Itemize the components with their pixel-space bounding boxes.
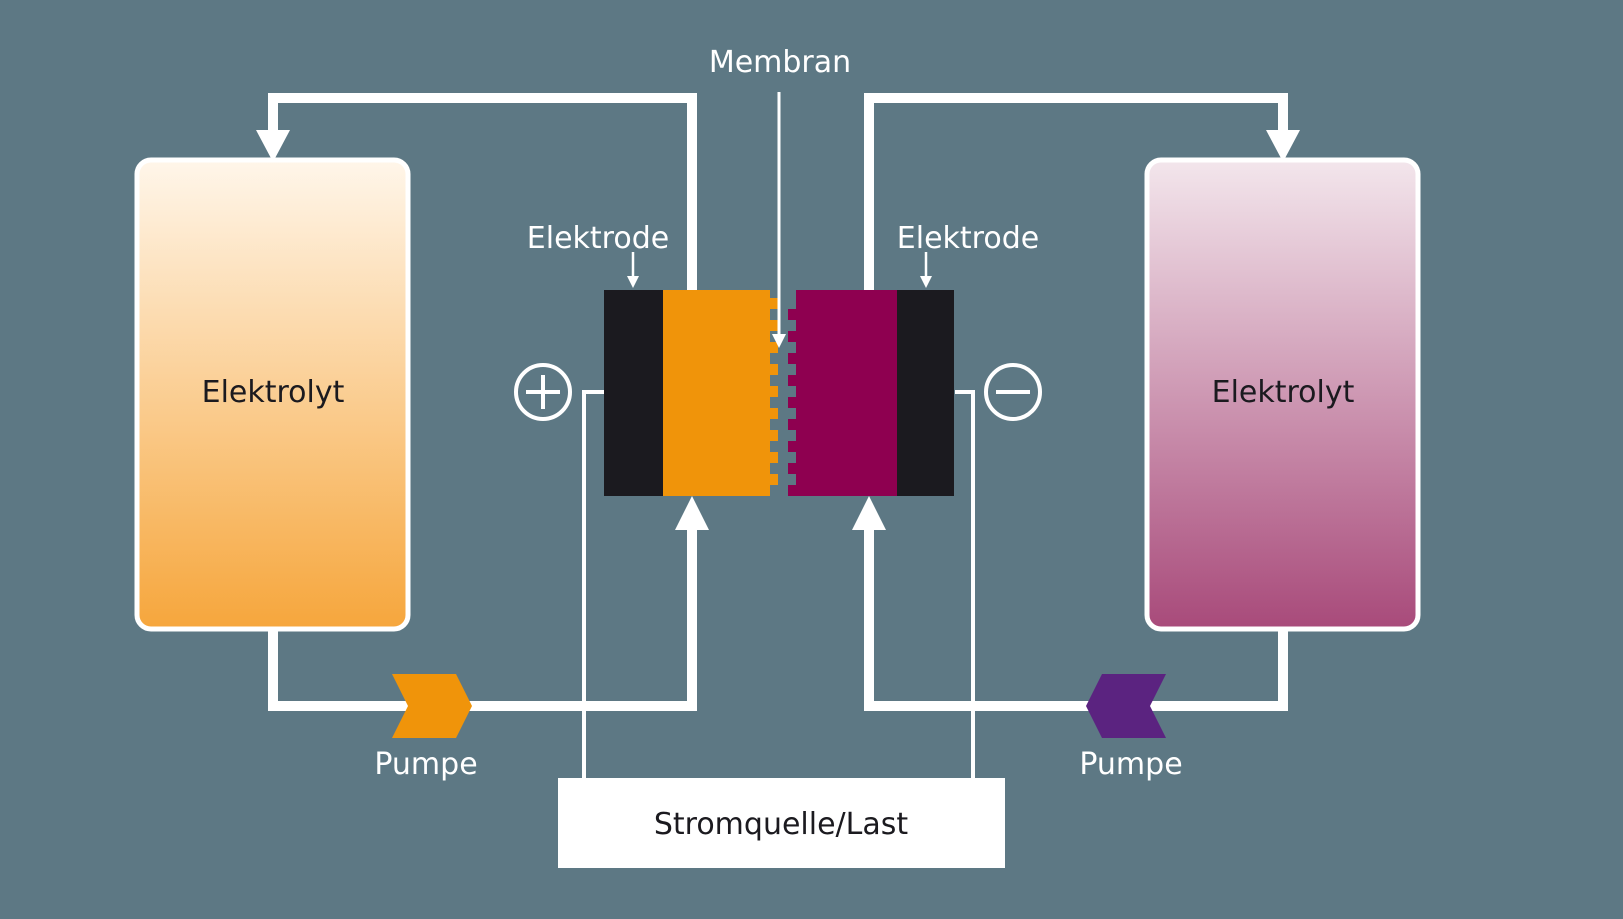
electrode-right-pointer-arrow xyxy=(920,276,932,288)
electrode-left-pointer-arrow xyxy=(627,276,639,288)
pipe-left-feed xyxy=(268,528,697,711)
membrane-tooth xyxy=(770,298,778,309)
plus-circle-icon xyxy=(514,363,572,421)
pipe-right-return xyxy=(864,93,1288,290)
pipe-left-return xyxy=(268,93,697,290)
membrane-tooth xyxy=(788,463,796,474)
membrane-tooth xyxy=(788,309,796,320)
membrane-tooth xyxy=(770,386,778,397)
membrane-tooth xyxy=(788,419,796,430)
membrane-tooth xyxy=(770,364,778,375)
electrode-left xyxy=(604,290,663,496)
half-cell-right xyxy=(796,290,897,496)
electrolyte-tank-left xyxy=(134,157,411,632)
membrane-tooth xyxy=(770,320,778,331)
membrane-tooth xyxy=(770,408,778,419)
membrane-tooth xyxy=(770,474,778,485)
pump-right-label: Pumpe xyxy=(1079,747,1182,782)
membrane-tooth xyxy=(770,430,778,441)
half-cell-left xyxy=(663,290,770,496)
electrode-right xyxy=(897,290,954,496)
membrane-teeth-right xyxy=(788,309,796,496)
electrolyte-tank-right xyxy=(1144,157,1421,632)
membrane-tooth xyxy=(788,485,796,496)
electrode-left-label: Elektrode xyxy=(527,221,669,256)
tank-right-label: Elektrolyt xyxy=(1212,375,1355,410)
wire-negative xyxy=(955,390,975,778)
electrode-right-label: Elektrode xyxy=(897,221,1039,256)
arrow-down-right-tank xyxy=(1266,130,1300,162)
chevron-right-pump-icon xyxy=(392,674,472,738)
membrane-label: Membran xyxy=(709,45,851,80)
wire-positive xyxy=(582,390,606,778)
pipe-right-feed xyxy=(864,528,1288,711)
membrane-tooth xyxy=(788,375,796,386)
membrane-teeth-left xyxy=(770,298,778,485)
membrane-tooth xyxy=(788,331,796,342)
tank-left-label: Elektrolyt xyxy=(202,375,345,410)
membrane-tooth xyxy=(788,353,796,364)
membrane-tooth xyxy=(788,397,796,408)
membrane-pointer-arrow xyxy=(772,334,786,348)
membrane-tooth xyxy=(788,441,796,452)
arrow-down-left-tank xyxy=(256,130,290,162)
power-source-label: Stromquelle/Last xyxy=(654,807,909,842)
arrow-up-left-cell xyxy=(675,496,709,530)
membrane-tooth xyxy=(770,342,778,353)
pump-left-label: Pumpe xyxy=(374,747,477,782)
power-source-load-box xyxy=(558,778,1005,868)
membrane-tooth xyxy=(770,452,778,463)
minus-circle-icon xyxy=(984,363,1042,421)
chevron-left-pump-icon xyxy=(1086,674,1166,738)
arrow-up-right-cell xyxy=(852,496,886,530)
